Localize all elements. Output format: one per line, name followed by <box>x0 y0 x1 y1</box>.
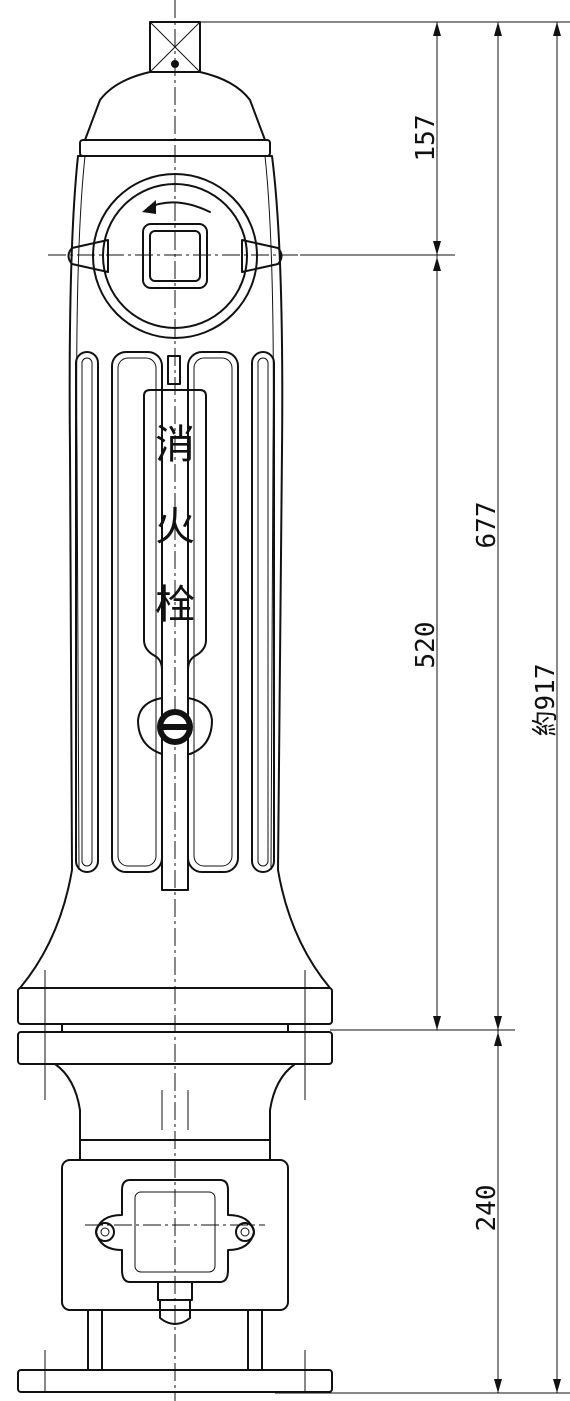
label-char-2: 火 <box>155 504 195 550</box>
standpipe <box>54 1063 296 1161</box>
bottom-flange <box>17 1309 333 1393</box>
top-cap <box>79 71 271 157</box>
upper-flange <box>17 970 333 1100</box>
dim-240: 240 <box>472 1185 502 1232</box>
body-ribs <box>75 351 275 873</box>
label-plate <box>137 355 213 891</box>
center-lines <box>48 0 300 1401</box>
lower-valve-body <box>61 1159 289 1311</box>
dim-520: 520 <box>411 622 441 669</box>
label-char-1: 消 <box>155 422 195 468</box>
dim-677: 677 <box>472 502 502 549</box>
drain-spigot <box>157 1281 193 1325</box>
label-char-3: 栓 <box>155 582 195 628</box>
dimension-lines <box>200 21 570 1394</box>
dim-157: 157 <box>411 115 441 162</box>
dim-overall: 約917 <box>531 664 561 737</box>
valve-boss <box>67 173 283 339</box>
